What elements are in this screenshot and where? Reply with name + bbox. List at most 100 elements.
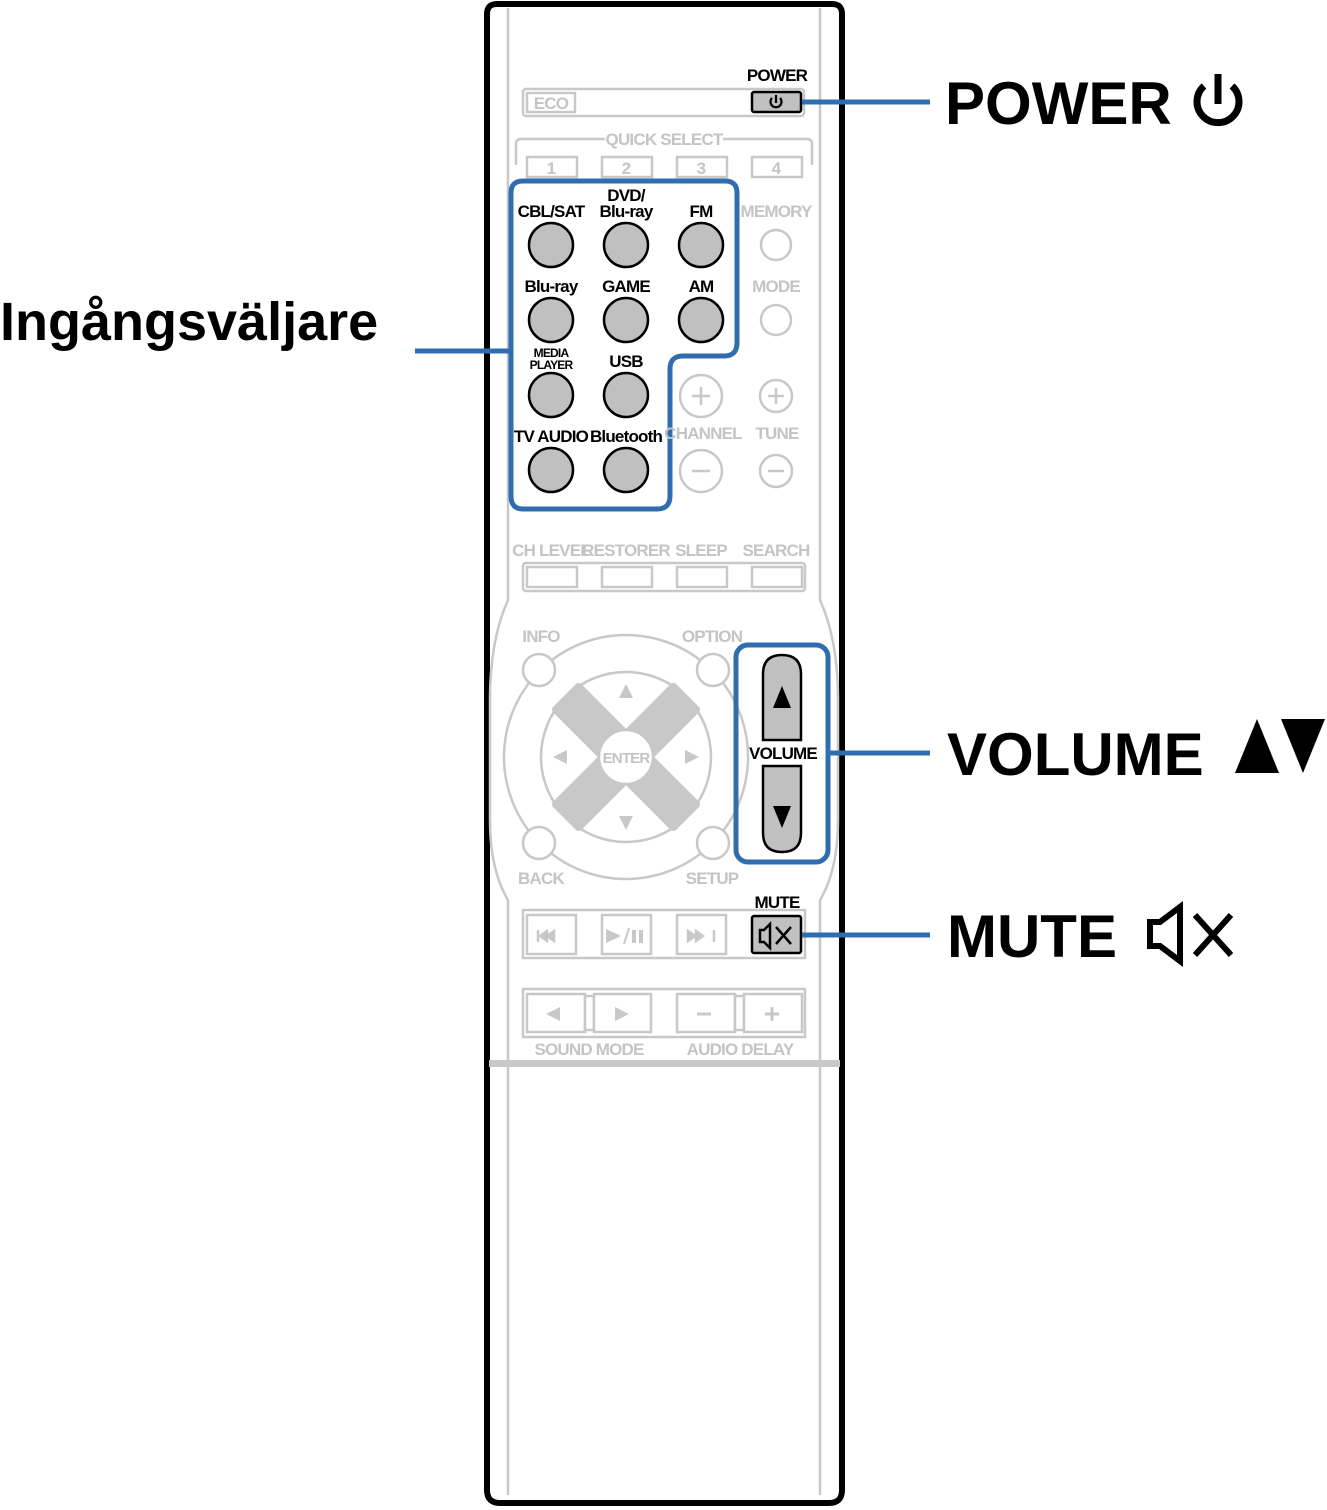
audio-delay-minus-button[interactable] — [675, 992, 737, 1034]
triangle-up-down-icon — [1235, 719, 1325, 773]
sleep-button[interactable] — [675, 565, 729, 589]
bluray-label: Blu-ray — [525, 277, 579, 296]
nav-left-button[interactable] — [553, 750, 567, 764]
plus-icon — [768, 388, 784, 404]
tune-down-button[interactable] — [758, 453, 794, 489]
sound-mode-label: SOUND MODE — [534, 1040, 644, 1059]
mute-label: MUTE — [755, 893, 800, 912]
quick-select-1-label: 1 — [547, 159, 556, 178]
ch-level-button[interactable] — [525, 565, 579, 589]
mute-button[interactable] — [750, 914, 803, 955]
game-label: GAME — [602, 277, 650, 296]
power-icon — [1193, 74, 1243, 127]
power-icon — [769, 95, 783, 109]
fm-label: FM — [690, 202, 714, 221]
restorer-label: RESTORER — [582, 541, 670, 560]
triangle-down-icon — [773, 806, 791, 828]
quick-select-4-button[interactable]: 4 — [750, 155, 804, 179]
previous-icon — [536, 928, 556, 944]
nav-down-button[interactable] — [619, 816, 633, 830]
plus-icon — [765, 1007, 779, 1021]
eco-button[interactable] — [525, 91, 577, 114]
memory-button[interactable] — [759, 228, 793, 262]
quick-select-3-label: 3 — [697, 159, 706, 178]
cbl-sat-button[interactable] — [527, 221, 575, 269]
enter-button[interactable] — [597, 728, 655, 786]
dvd-bluray-button[interactable] — [602, 221, 650, 269]
channel-up-button[interactable] — [678, 373, 724, 419]
usb-button[interactable] — [602, 371, 650, 419]
option-label: OPTION — [682, 627, 743, 646]
mute-callout-label: MUTE — [947, 903, 1117, 970]
play-pause-button[interactable] — [600, 913, 653, 956]
search-button[interactable] — [750, 565, 804, 589]
power-callout-label: POWER — [945, 70, 1172, 137]
am-label: AM — [689, 277, 714, 296]
volume-up-button[interactable] — [761, 653, 803, 742]
usb-label: USB — [609, 352, 643, 371]
audio-delay-plus-button[interactable] — [742, 992, 804, 1034]
previous-button[interactable] — [525, 913, 578, 956]
tv-audio-button[interactable] — [527, 446, 575, 494]
back-button[interactable] — [521, 825, 557, 861]
next-icon — [686, 928, 716, 944]
navigation-pad: ENTER — [502, 633, 750, 881]
dvd-label-line2: Blu-ray — [600, 202, 654, 221]
function-row-panel — [521, 561, 807, 593]
info-button[interactable] — [521, 652, 557, 688]
back-label: BACK — [518, 869, 565, 888]
sound-mode-right-button[interactable] — [592, 992, 653, 1034]
quick-select-3-button[interactable]: 3 — [675, 155, 729, 179]
quick-select-4-label: 4 — [772, 159, 782, 178]
dvd-label-line1: DVD/ — [607, 186, 645, 205]
speaker-mute-icon — [758, 920, 792, 952]
quick-select-2-button[interactable]: 2 — [600, 155, 654, 179]
search-label: SEARCH — [743, 541, 811, 560]
nav-right-button[interactable] — [685, 750, 699, 764]
bluray-button[interactable] — [527, 296, 575, 344]
audio-delay-divider — [733, 994, 746, 1032]
input-selector-callout-label: Ingångsväljare — [0, 292, 378, 352]
next-button[interactable] — [675, 913, 728, 956]
sound-mode-divider — [583, 994, 596, 1032]
volume-down-button[interactable] — [761, 764, 803, 854]
tv-audio-label: TV AUDIO — [514, 427, 589, 446]
audio-delay-label: AUDIO DELAY — [687, 1040, 795, 1059]
speaker-mute-icon — [1147, 901, 1234, 967]
sound-mode-left-button[interactable] — [525, 992, 587, 1034]
ch-level-label: CH LEVEL — [512, 541, 590, 560]
bluetooth-label: Bluetooth — [590, 427, 663, 446]
volume-callout-label: VOLUME — [947, 721, 1204, 788]
nav-up-button[interactable] — [619, 684, 633, 698]
cbl-sat-label: CBL/SAT — [518, 202, 586, 221]
volume-label: VOLUME — [749, 744, 817, 763]
triangle-left-icon — [546, 1007, 560, 1021]
quick-select-1-button[interactable]: 1 — [525, 155, 579, 179]
quick-select-2-label: 2 — [622, 159, 631, 178]
tune-label: TUNE — [755, 424, 799, 443]
info-label: INFO — [522, 627, 560, 646]
memory-label: MEMORY — [740, 202, 813, 221]
channel-label: CHANNEL — [664, 424, 742, 443]
media-player-button[interactable] — [527, 371, 575, 419]
tune-up-button[interactable] — [758, 378, 794, 414]
plus-icon — [692, 387, 710, 405]
bluetooth-button[interactable] — [602, 446, 650, 494]
play-pause-icon — [606, 929, 621, 943]
input-selector-highlight — [508, 178, 740, 512]
media-player-label-line1: MEDIA — [534, 346, 570, 360]
power-button[interactable] — [750, 90, 803, 114]
channel-down-button[interactable] — [678, 448, 724, 494]
restorer-button[interactable] — [600, 565, 654, 589]
am-button[interactable] — [677, 296, 725, 344]
fm-button[interactable] — [677, 221, 725, 269]
enter-label: ENTER — [603, 750, 651, 767]
mode-label: MODE — [752, 277, 800, 296]
setup-label: SETUP — [686, 869, 739, 888]
sleep-label: SLEEP — [675, 541, 727, 560]
option-button[interactable] — [695, 652, 731, 688]
setup-button[interactable] — [695, 825, 731, 861]
game-button[interactable] — [602, 296, 650, 344]
mode-button[interactable] — [759, 303, 793, 337]
eco-label: ECO — [534, 94, 569, 113]
